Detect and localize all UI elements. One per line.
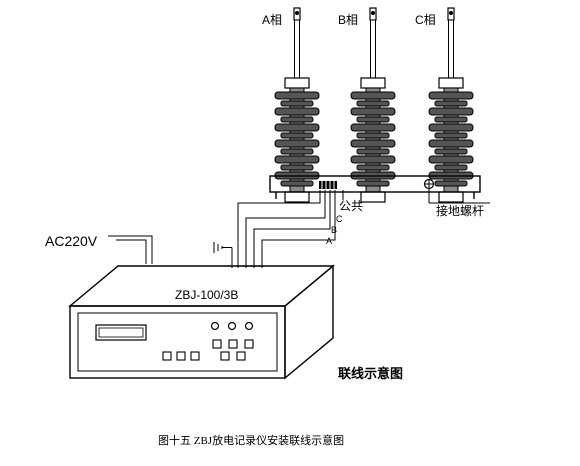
phase-b-conductor — [369, 7, 377, 81]
ac-supply-wires — [108, 235, 153, 264]
ground-bolt-symbol — [423, 178, 490, 204]
arrester-phase-a — [274, 77, 320, 203]
signal-cable — [237, 190, 344, 268]
phase-a-conductor — [293, 7, 301, 81]
wire-b-label: B — [331, 225, 337, 235]
arrester-phase-b — [350, 77, 396, 203]
ac-supply-label: AC220V — [45, 233, 98, 249]
phase-c-label: C相 — [415, 13, 436, 27]
mounting-base — [269, 175, 481, 199]
phase-b-label: B相 — [338, 13, 358, 27]
discharge-recorder — [68, 264, 335, 380]
panel-buttons — [162, 339, 254, 361]
phase-a-label: A相 — [262, 13, 282, 27]
ground-icon — [213, 242, 233, 268]
wiring-diagram-label: 联线示意图 — [338, 366, 403, 381]
control-knobs — [210, 321, 254, 331]
device-model-label: ZBJ-100/3B — [175, 288, 238, 302]
figure-caption: 图十五 ZBJ放电记录仪安装联线示意图 — [158, 433, 344, 447]
ground-bolt-label: 接地螺杆 — [436, 203, 484, 218]
display-screen — [95, 324, 147, 341]
arrester-phase-c — [428, 77, 474, 203]
terminal-block — [319, 181, 337, 189]
wire-a-label: A — [326, 236, 332, 246]
wire-c-label: C — [336, 214, 343, 224]
common-label: 公共 — [339, 199, 363, 213]
phase-c-conductor — [447, 7, 455, 81]
